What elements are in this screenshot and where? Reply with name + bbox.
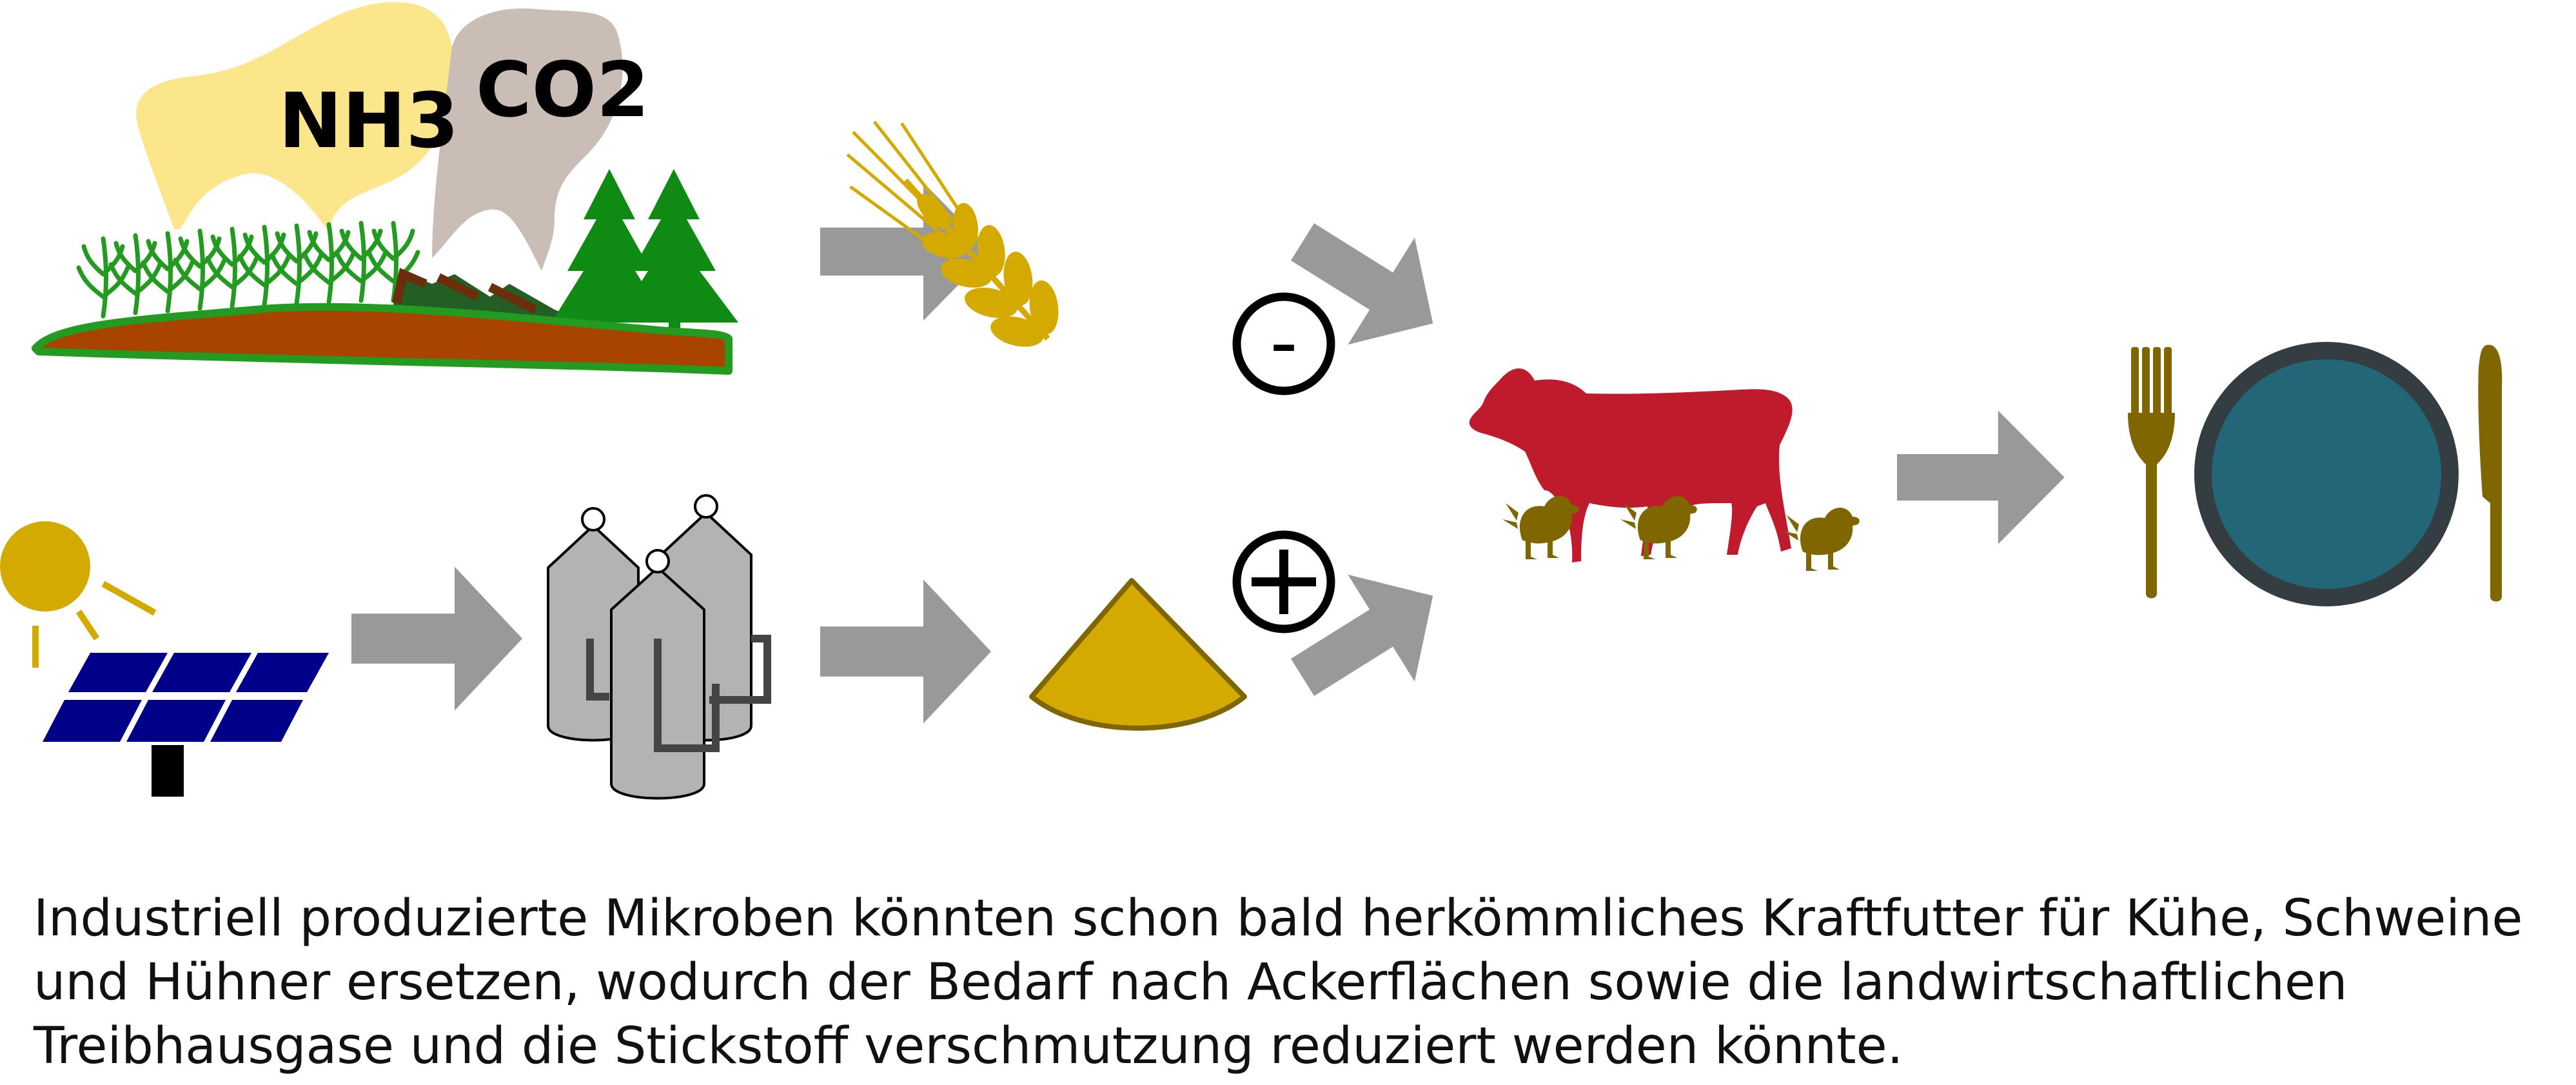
pine-trees [551,169,738,338]
solar-panel-icon [43,653,329,797]
cow-icon [1469,368,1793,562]
minus-sign-label: - [1270,298,1297,388]
chicken-icon [1783,507,1860,571]
fermenter-tanks-icon [547,494,771,800]
minus-sign-icon: - [1232,292,1335,395]
microbial-feed-pile-icon [1029,578,1247,731]
arrow-icon [820,579,991,724]
corn-field [79,223,418,316]
plate-icon [2194,342,2459,606]
arrow-icon [1897,410,2065,544]
co2-label: CO2 [476,45,649,134]
caption-line-2: und Hühner ersetzen, wodurch der Bedarf … [34,953,2348,1011]
nh3-label: NH3 [279,76,459,165]
farmland-emissions-icon: NH3 CO2 [32,2,738,375]
wheat-icon [846,121,1059,347]
knife-icon [2478,344,2502,602]
caption-line-3: Treibhausgase und die Stickstoff verschm… [34,1017,1903,1075]
chickens [1502,495,1860,571]
co2-cloud [432,8,623,271]
sun-icon [0,521,157,668]
nh3-cloud [136,2,455,232]
soil-hill [32,303,732,375]
caption-text: Industriell produzierte Mikroben könnten… [34,887,2561,1079]
plus-sign-icon [1232,530,1335,633]
chicken-icon [1502,495,1579,559]
caption-line-1: Industriell produzierte Mikroben könnten… [34,890,2523,948]
fork-icon [2128,347,2175,599]
arrow-icon [351,566,522,711]
